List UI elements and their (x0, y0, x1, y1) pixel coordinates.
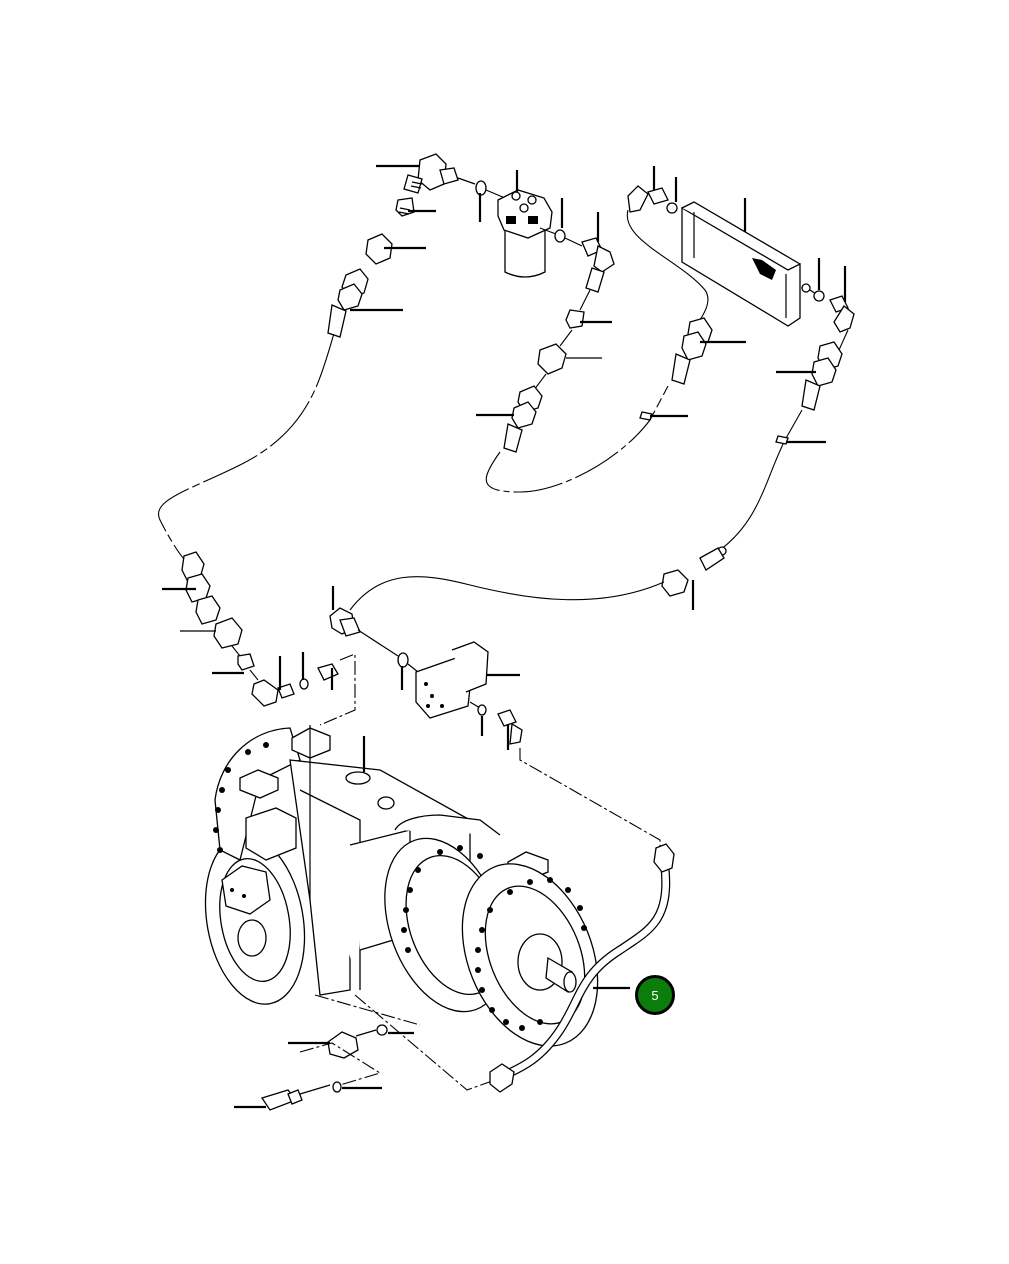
drain-plug-icon (327, 1031, 359, 1059)
oil-cooler (627, 166, 855, 333)
left-mid-fittings (162, 551, 356, 726)
callout-5[interactable]: 5 (635, 975, 675, 1015)
drain-plug-assembly (234, 1024, 414, 1111)
flexible-hose (489, 843, 675, 1093)
transmission-axle-housing (204, 725, 599, 1091)
hydraulic-pump (329, 586, 661, 854)
o-ring-icon (376, 1024, 388, 1036)
hex-nut-icon (365, 233, 393, 265)
o-ring-icon (475, 180, 487, 196)
elbow-fitting-icon (403, 153, 459, 194)
hose-fitting-icon (653, 843, 675, 873)
filter-outlet-assembly (476, 212, 651, 493)
hose-fitting-icon (489, 1063, 515, 1093)
cooler-hoses (349, 209, 849, 611)
o-ring-icon (332, 1081, 342, 1093)
left-hose-assembly (157, 153, 506, 561)
hydraulic-filter (497, 170, 583, 278)
hose-clamp-icon (775, 435, 789, 445)
callout-label: 5 (651, 987, 659, 1003)
o-ring-icon (554, 229, 566, 243)
hose-clamp-icon (639, 411, 653, 421)
